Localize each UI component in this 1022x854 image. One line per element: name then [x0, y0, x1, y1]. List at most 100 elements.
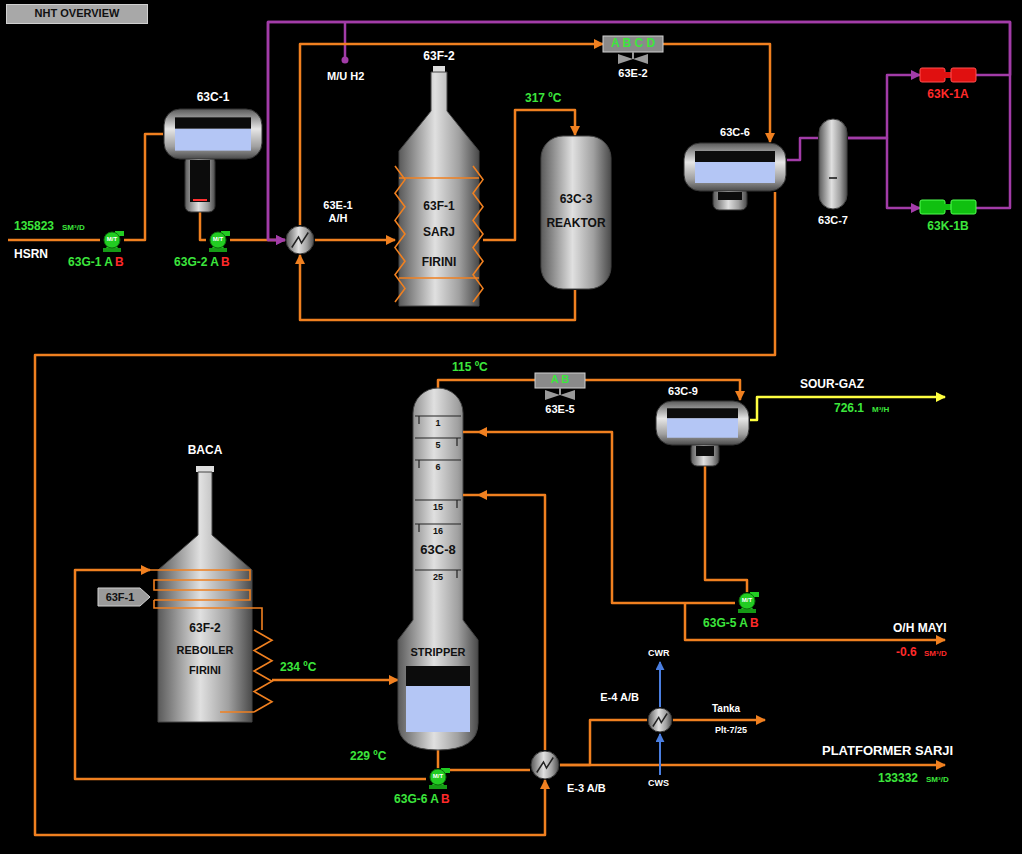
process-line — [450, 769, 530, 772]
stream-label: HSRN — [14, 248, 48, 262]
charge-heater: 63F-263F-1SARJFIRINI — [395, 66, 483, 308]
air-cooler: A B C D63E-2 — [603, 36, 663, 52]
equipment-label: 63F-2 — [189, 622, 220, 636]
stream-label: M³/H — [872, 405, 889, 414]
process-line — [272, 679, 398, 682]
makeup-h2-line — [344, 22, 347, 57]
compressor-shape — [920, 198, 976, 216]
stream-label: SM³/D — [924, 649, 947, 658]
heat-exchanger-shape — [530, 750, 560, 780]
equipment-label: 6 — [435, 462, 440, 472]
equipment-label: A B C D — [611, 37, 655, 51]
equipment-label: 63G-6 A — [394, 793, 439, 807]
equipment-label: BACA — [188, 444, 223, 458]
equipment-label: A B — [551, 373, 570, 386]
equipment-label: SARJ — [423, 226, 455, 240]
stream-label: 135823 — [14, 220, 54, 234]
stream-label: Plt-7/25 — [715, 725, 747, 735]
separator-drum: 63C-9 — [655, 400, 750, 466]
stream-label: 133332 — [878, 772, 918, 786]
equipment-label: M/T — [107, 236, 117, 243]
process-line — [663, 44, 770, 142]
separator-drum-shape — [655, 400, 750, 466]
equipment-label: B — [441, 793, 450, 807]
compressor: 63K-1B — [920, 198, 976, 216]
reactor-vessel: 63C-3REAKTOR — [540, 135, 612, 290]
screen-title: NHT OVERVIEW — [35, 7, 120, 20]
stream-label: PLATFORMER SARJI — [822, 744, 953, 759]
process-line — [848, 138, 920, 208]
equipment-label: 63K-1A — [927, 88, 968, 102]
separator-drum-shape — [163, 108, 263, 212]
stream-label: SM³/D — [926, 775, 949, 784]
pump: M/T63G-5 AB — [735, 592, 759, 614]
process-line — [124, 134, 163, 240]
charge-heater-shape — [395, 66, 483, 308]
heat-exchanger: E-4 A/B — [647, 707, 673, 733]
stripper-column: 156151663C-825STRIPPER — [398, 388, 478, 750]
equipment-label: REBOILER — [177, 644, 234, 657]
process-line — [585, 380, 740, 400]
makeup-h2-point — [342, 57, 349, 64]
separator-drum: 63C-1 — [163, 108, 263, 212]
equipment-label: 63G-2 A — [174, 256, 219, 270]
heat-exchanger-shape — [647, 707, 673, 733]
pump: M/T63G-6 AB — [426, 768, 450, 790]
equipment-label: 63C-7 — [818, 214, 848, 227]
equipment-label: 63E-1 A/H — [318, 199, 358, 224]
process-line — [315, 239, 395, 242]
separator-drum-shape — [683, 142, 787, 192]
stream-label: M/U H2 — [327, 70, 364, 83]
process-line — [848, 75, 920, 138]
equipment-label: 63E-5 — [545, 403, 574, 416]
equipment-label: B — [221, 256, 230, 270]
equipment-label: 63E-2 — [618, 67, 647, 80]
equipment-label: 25 — [433, 572, 443, 582]
process-line — [705, 466, 747, 592]
equipment-label: E-3 A/B — [567, 782, 606, 795]
platformer-feed-line — [560, 764, 945, 767]
equipment-label: STRIPPER — [410, 646, 465, 659]
equipment-label: 63C-6 — [720, 126, 750, 139]
reboiler-furnace-shape — [150, 440, 272, 725]
pump: M/T63G-1 AB — [100, 231, 124, 253]
knockout-vessel: 63C-7 — [818, 118, 848, 210]
process-line — [200, 212, 206, 240]
equipment-label: FIRINI — [189, 664, 221, 677]
equipment-label: 63F-1 — [423, 200, 454, 214]
process-line — [478, 432, 735, 603]
process-line — [560, 720, 647, 765]
tank-line — [673, 719, 765, 722]
compressor: 63K-1A — [920, 66, 976, 84]
reboiler-furnace: BACA 63F-2REBOILER FIRINI — [150, 440, 272, 725]
equipment-label: M/T — [742, 597, 752, 604]
equipment-label: 63K-1B — [927, 220, 968, 234]
equipment-label: REAKTOR — [546, 217, 605, 231]
feed-line — [8, 239, 100, 242]
heat-exchanger: E-3 A/B — [530, 750, 560, 780]
equipment-label: B — [115, 256, 124, 270]
equipment-label: B — [750, 617, 759, 631]
equipment-label: 15 — [433, 502, 443, 512]
air-cooler: A B63E-5 — [535, 373, 585, 388]
reactor-vessel-shape — [540, 135, 612, 290]
process-line — [268, 22, 1010, 240]
process-line — [438, 380, 535, 388]
equipment-label: M/T — [433, 773, 443, 780]
equipment-label: 63C-8 — [420, 543, 455, 558]
stream-label: Tanka — [712, 703, 740, 715]
compressor-shape — [920, 66, 976, 84]
process-line — [478, 495, 545, 750]
stream-label: 234 ºC — [280, 661, 316, 675]
offpage-tag: 63F-1 — [98, 588, 150, 606]
equipment-label: 63C-9 — [668, 385, 698, 398]
stream-label: 229 ºC — [350, 750, 386, 764]
equipment-label: 63F-2 — [423, 50, 454, 64]
stream-label: -0.6 — [896, 646, 917, 660]
stream-label: CWS — [648, 778, 669, 788]
process-line — [787, 138, 818, 160]
cooling-water-supply — [659, 734, 661, 775]
separator-drum: 63C-6 — [683, 142, 787, 192]
